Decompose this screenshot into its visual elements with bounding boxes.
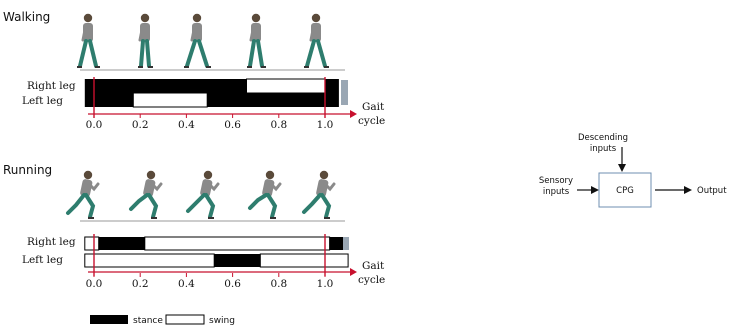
running-tick-2: 0.4 <box>178 278 195 290</box>
running-right-leg-label: Right leg <box>27 236 76 248</box>
running-left-leg-label: Left leg <box>22 254 63 266</box>
walking-phase-bars <box>84 78 348 108</box>
walking-tick-5: 1.0 <box>317 119 334 131</box>
sensory-inputs-label-line2: inputs <box>543 187 570 197</box>
walking-figure-3 <box>184 13 211 68</box>
walking-figure-2 <box>138 13 153 68</box>
running-tick-4: 0.8 <box>270 278 287 290</box>
walking-axis-label-gait: Gait <box>362 101 385 113</box>
legend-stance-swatch <box>90 315 128 324</box>
running-figure-5 <box>302 170 336 219</box>
legend-swing-label: swing <box>209 316 235 326</box>
walking-tick-labels: 0.0 0.2 0.4 0.6 0.8 1.0 <box>86 114 334 131</box>
sensory-inputs-label-line1: Sensory <box>539 176 573 186</box>
walking-right-leg-stance-segment-0 <box>84 79 247 93</box>
walking-figure-5 <box>304 13 329 68</box>
running-axis-label-cycle: cycle <box>358 274 385 286</box>
walking-left-leg-stance-segment-2 <box>207 93 339 107</box>
running-tick-3: 0.6 <box>224 278 241 290</box>
walking-tick-1: 0.2 <box>132 119 149 131</box>
running-right-leg-stance-segment-1 <box>98 237 145 250</box>
running-right-leg-swing-segment-2 <box>144 236 331 251</box>
descending-inputs-label-line2: inputs <box>590 144 617 154</box>
walking-tick-4: 0.8 <box>270 119 287 131</box>
walking-figure-4 <box>247 13 266 68</box>
descending-inputs-arrowhead <box>618 164 626 172</box>
running-tick-labels: 0.0 0.2 0.4 0.6 0.8 1.0 <box>86 273 334 290</box>
output-label: Output <box>697 186 727 196</box>
running-left-leg-swing-segment-2 <box>259 253 349 268</box>
running-right-leg-swing-segment-0 <box>84 236 100 251</box>
walking-title: Walking <box>3 10 50 24</box>
walking-left-leg-stance-segment-0 <box>84 93 134 107</box>
running-figures <box>66 170 336 219</box>
running-tick-5: 1.0 <box>317 278 334 290</box>
running-figure-4 <box>248 170 282 219</box>
walking-axis-arrowhead <box>350 110 357 118</box>
walking-bar-end-cap <box>341 80 348 105</box>
walking-left-leg-swing-segment-1 <box>132 92 208 108</box>
running-axis-label-gait: Gait <box>362 260 385 272</box>
walking-right-leg-stance-segment-2 <box>325 79 339 93</box>
sensory-inputs-arrowhead <box>591 186 599 194</box>
running-bar-end-cap <box>343 237 349 250</box>
descending-inputs-label-line1: Descending <box>578 133 628 143</box>
walking-figures <box>77 13 329 68</box>
running-left-leg-swing-segment-0 <box>84 253 215 268</box>
cpg-box <box>598 172 652 208</box>
running-figure-2 <box>129 170 163 219</box>
running-tick-1: 0.2 <box>132 278 149 290</box>
walking-right-leg-label: Right leg <box>27 80 76 92</box>
running-tick-0: 0.0 <box>86 278 103 290</box>
running-figure-1 <box>66 170 100 219</box>
walking-left-leg-label: Left leg <box>22 95 63 107</box>
running-figure-3 <box>186 170 220 219</box>
legend-swing-swatch <box>165 314 205 325</box>
cpg-label: CPG <box>616 186 634 196</box>
walking-axis-label-cycle: cycle <box>358 115 385 127</box>
output-arrowhead <box>684 186 692 194</box>
walking-tick-0: 0.0 <box>86 119 103 131</box>
running-title: Running <box>3 163 52 177</box>
walking-figure-1 <box>77 13 100 68</box>
running-axis-arrowhead <box>350 268 357 276</box>
running-phase-bars <box>84 236 349 268</box>
walking-tick-2: 0.4 <box>178 119 195 131</box>
legend-stance-label: stance <box>133 316 163 326</box>
walking-right-leg-swing-segment-1 <box>246 78 326 94</box>
running-left-leg-stance-segment-1 <box>214 254 261 267</box>
walking-tick-3: 0.6 <box>224 119 241 131</box>
